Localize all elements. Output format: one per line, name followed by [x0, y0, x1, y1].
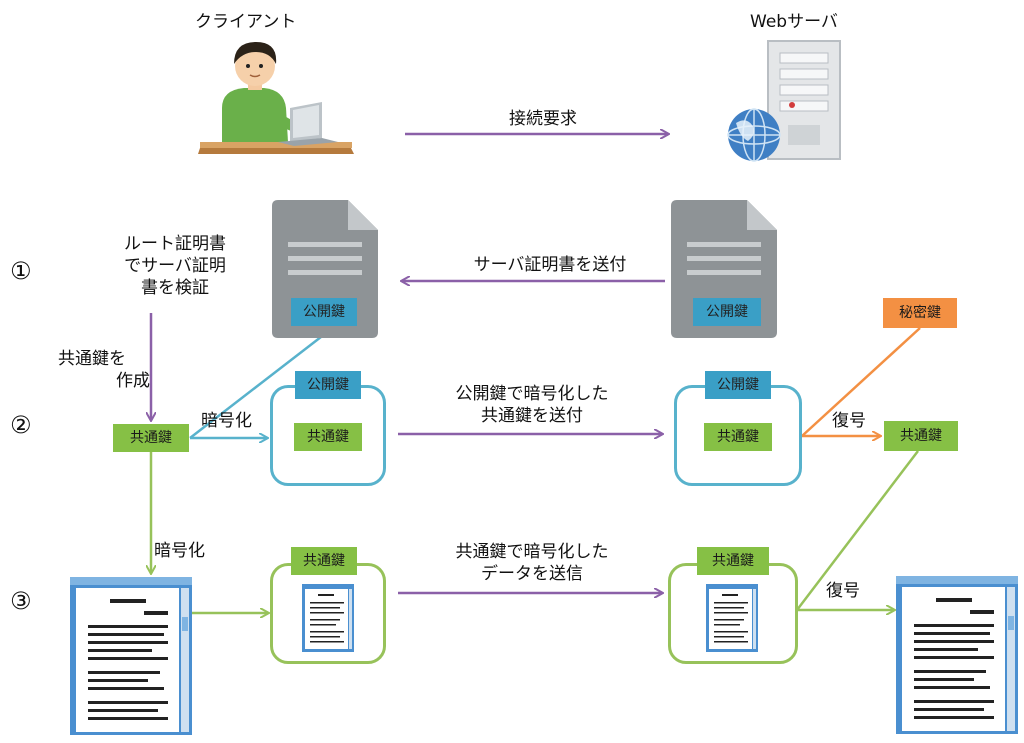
step-2-number: ②	[10, 411, 32, 439]
send-enc-key-line-2: 共通鍵を送付	[481, 406, 583, 426]
send-data-line-1: 共通鍵で暗号化した	[455, 542, 609, 562]
common-key-decrypt-line	[796, 450, 919, 611]
decrypt-label-1: 復号	[832, 411, 866, 431]
verify-cert-label: ルート証明書 でサーバ証明 書を検証	[100, 233, 250, 299]
secret-key: 秘密鍵	[883, 298, 957, 328]
verify-line-2: でサーバ証明	[124, 256, 226, 276]
secret-key-line	[801, 327, 921, 437]
server-common-key: 共通鍵	[884, 421, 958, 451]
server-cert-public-key: 公開鍵	[693, 298, 761, 326]
create-line-1: 共通鍵を	[58, 349, 126, 369]
client-cert-public-key: 公開鍵	[291, 298, 357, 326]
encrypted-box-common-key-server: 共通鍵	[704, 423, 772, 451]
encrypt-label-2: 暗号化	[154, 541, 205, 561]
decrypt-label-2: 復号	[826, 581, 860, 601]
encrypt-label-1: 暗号化	[201, 411, 252, 431]
step-3-number: ③	[10, 587, 32, 615]
encrypted-box-public-key-client: 公開鍵	[295, 371, 361, 399]
verify-line-3: 書を検証	[141, 278, 209, 298]
verify-line-1: ルート証明書	[124, 234, 226, 254]
encrypted-box-common-key-client: 共通鍵	[294, 423, 362, 451]
create-key-label: 共通鍵を 作成	[48, 348, 152, 392]
create-line-2: 作成	[116, 371, 150, 391]
client-plain-document-icon	[70, 577, 192, 735]
send-encrypted-data-label: 共通鍵で暗号化した データを送信	[425, 541, 639, 585]
encrypted-box-public-key-server: 公開鍵	[705, 371, 771, 399]
connect-request-label: 接続要求	[509, 109, 577, 129]
encrypted-data-common-key-server: 共通鍵	[697, 547, 769, 575]
client-common-key: 共通鍵	[113, 424, 189, 452]
client-person-icon	[198, 42, 354, 154]
web-server-icon	[727, 40, 841, 162]
encrypted-data-common-key-client: 共通鍵	[291, 547, 357, 575]
server-plain-document-icon	[896, 576, 1018, 734]
client-label: クライアント	[195, 12, 297, 32]
send-encrypted-key-label: 公開鍵で暗号化した 共通鍵を送付	[425, 383, 639, 427]
public-key-encrypt-line	[189, 329, 331, 439]
step-1-number: ①	[10, 257, 32, 285]
send-enc-key-line-1: 公開鍵で暗号化した	[455, 384, 609, 404]
server-label: Webサーバ	[750, 12, 838, 32]
send-data-line-2: データを送信	[481, 564, 583, 584]
encrypted-data-document-icon-server	[706, 584, 758, 652]
encrypted-data-document-icon-client	[302, 584, 354, 652]
send-cert-label: サーバ証明書を送付	[473, 255, 627, 275]
